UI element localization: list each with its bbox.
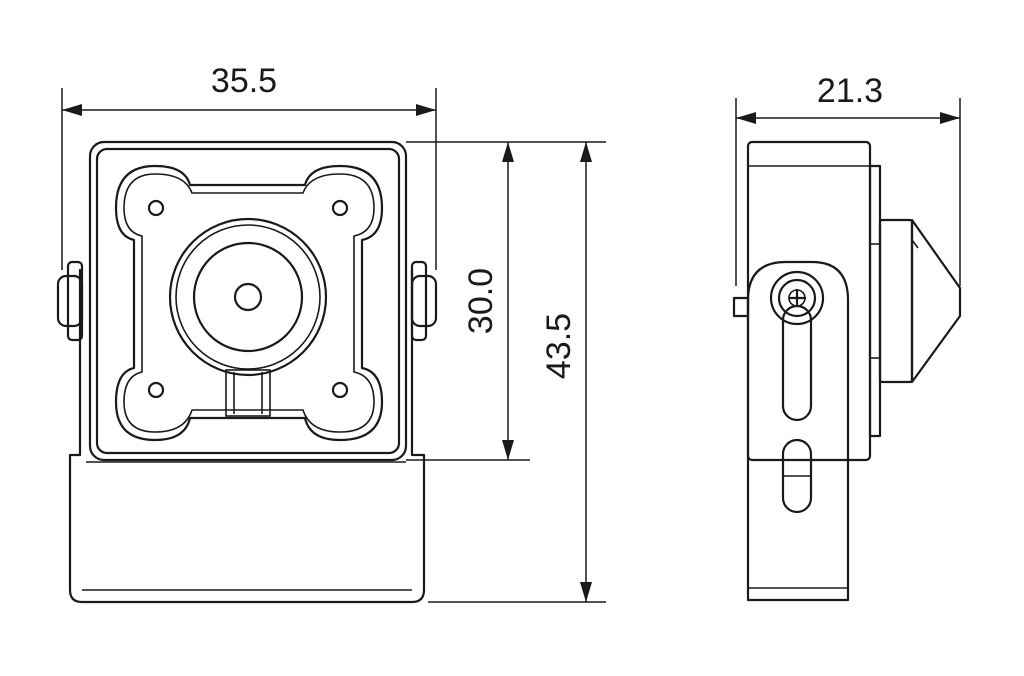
- lens-inner-ring: [192, 241, 304, 353]
- front-body-inner: [95, 147, 401, 455]
- mount-hole-bottom-left: [147, 381, 165, 399]
- dimension-side-depth: 21.3: [735, 72, 961, 286]
- total-height-label: 43.5: [540, 313, 578, 379]
- front-bracket: [68, 268, 426, 604]
- left-knob: [56, 274, 84, 328]
- side-view: [732, 140, 962, 602]
- pcb-board-inner: [123, 173, 375, 433]
- mount-hole-top-right: [331, 199, 349, 217]
- side-bracket-arm: [746, 260, 850, 602]
- right-knob: [410, 274, 438, 328]
- lens-connector: [225, 369, 271, 417]
- side-lens-mount: [878, 218, 914, 384]
- front-view: [56, 140, 438, 604]
- side-depth-label: 21.3: [817, 72, 883, 110]
- dimension-module-height: 30.0: [406, 141, 530, 461]
- rear-connector: [732, 296, 750, 318]
- dimension-front-width: 35.5: [61, 62, 437, 270]
- pinhole-lens-icon: [233, 282, 263, 312]
- side-lens-cone: [910, 218, 962, 384]
- side-bezel: [868, 164, 882, 438]
- mount-hole-top-left: [147, 199, 165, 217]
- module-height-label: 30.0: [462, 268, 500, 334]
- right-knob-base: [410, 260, 428, 342]
- front-width-label: 35.5: [211, 62, 277, 100]
- left-knob-base: [66, 260, 84, 342]
- side-screw-head: [769, 270, 825, 326]
- lens-outer-ring: [168, 217, 328, 377]
- mount-hole-bottom-right: [331, 381, 349, 399]
- dimension-total-height: 43.5: [428, 141, 606, 603]
- front-body-outer: [88, 140, 408, 462]
- pcb-board: [114, 164, 384, 442]
